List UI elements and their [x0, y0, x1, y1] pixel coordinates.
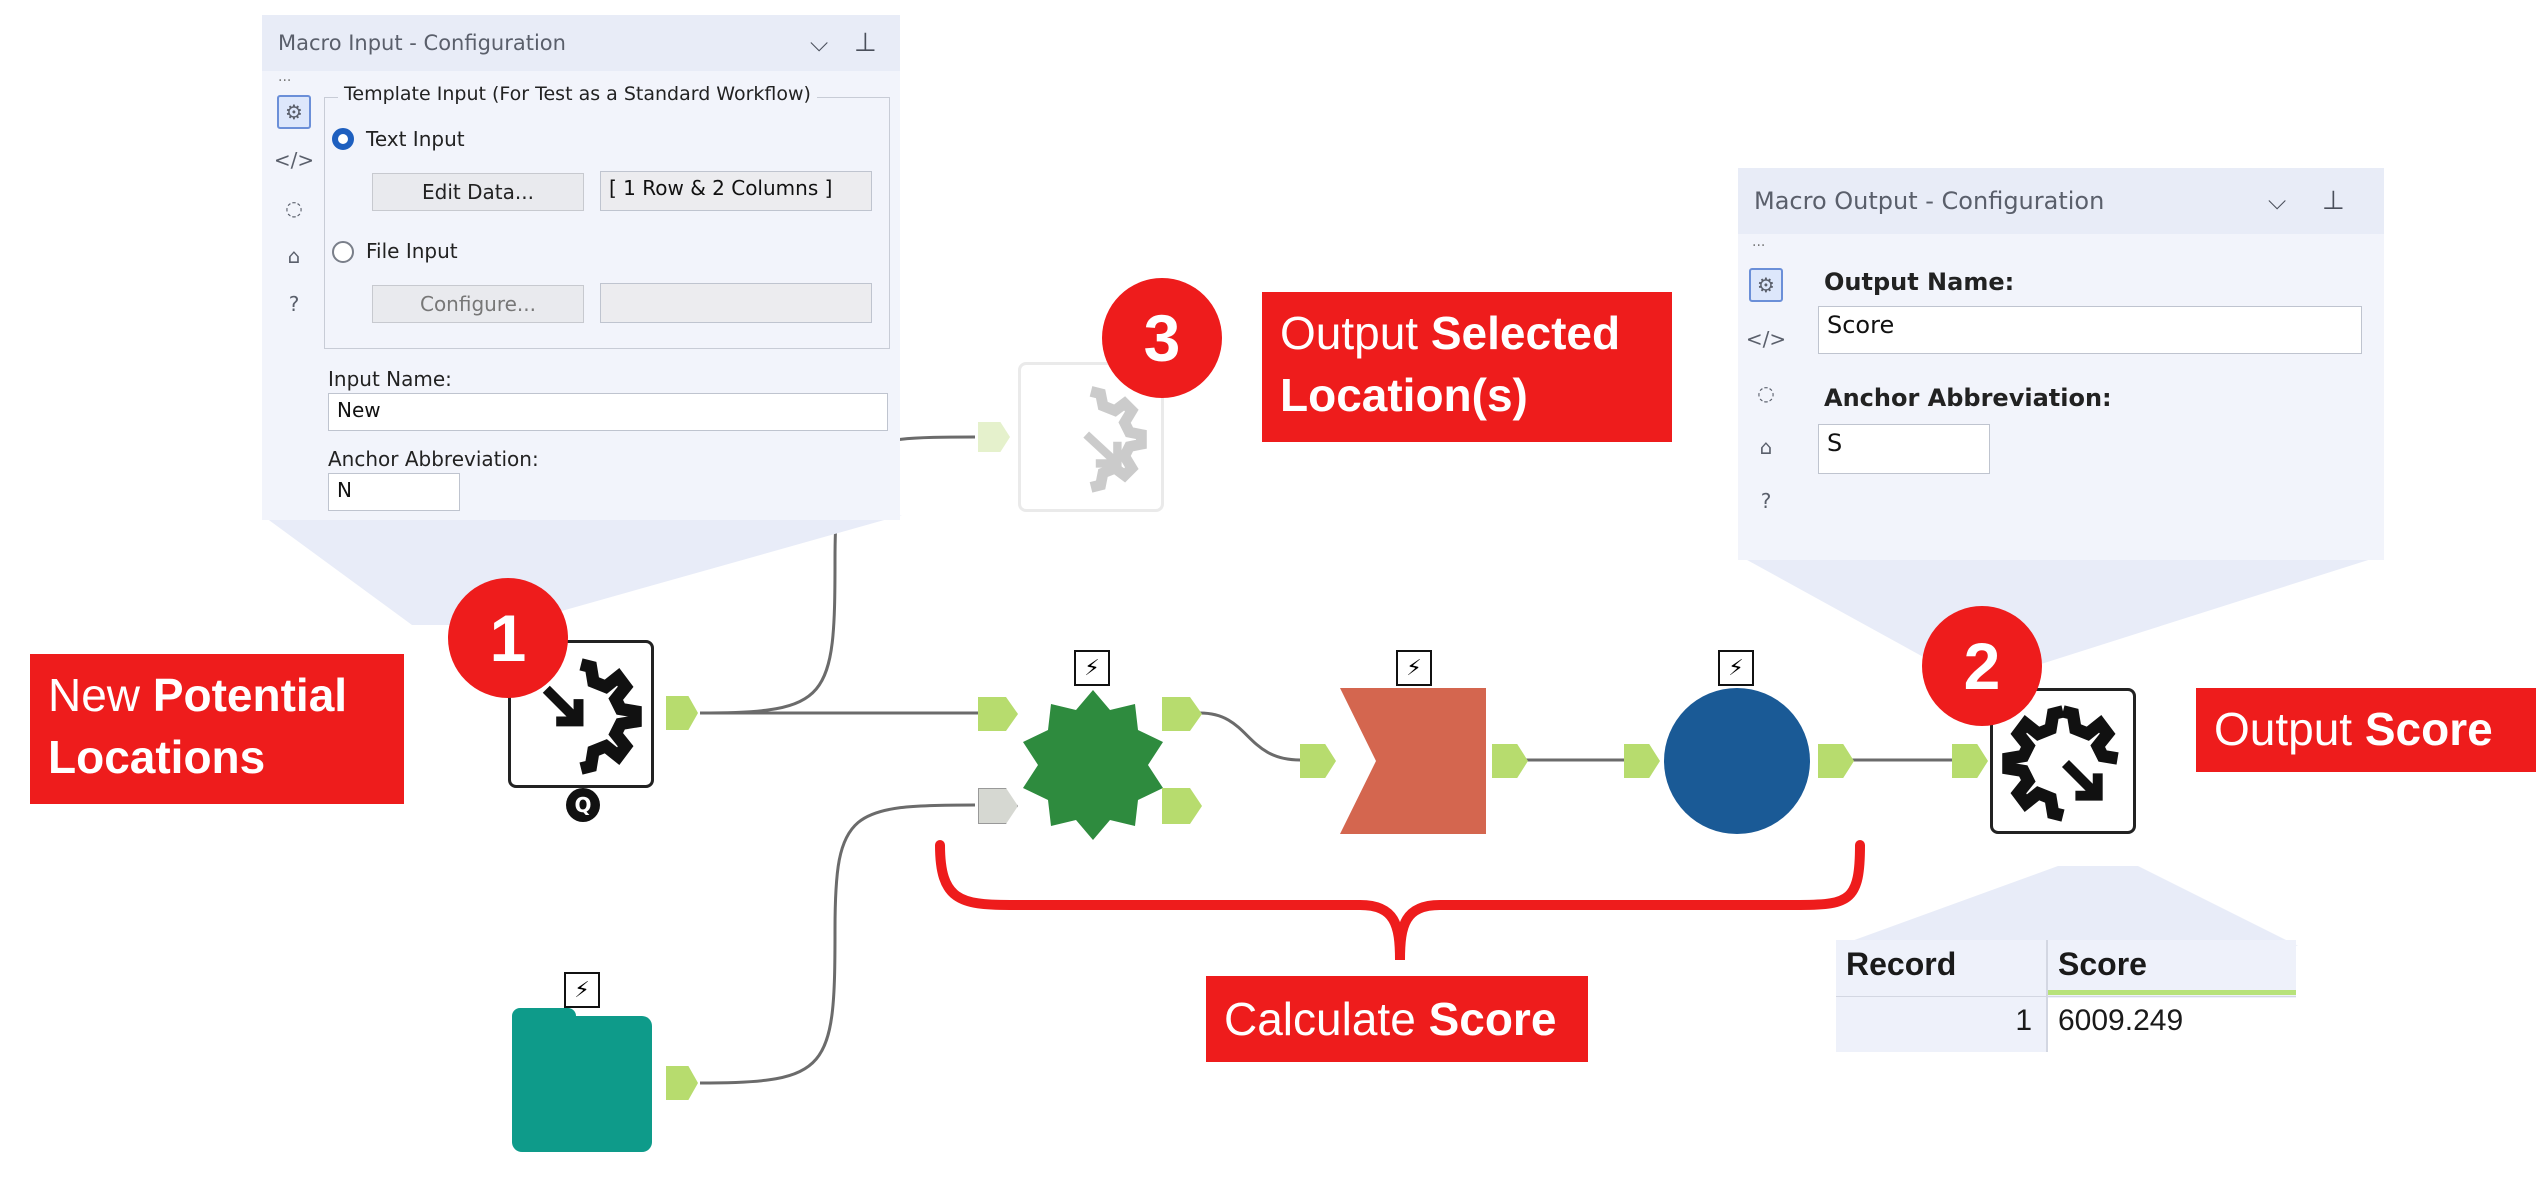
lightning-icon: ⚡	[1074, 650, 1110, 686]
annotation-icon[interactable]: ◌	[1757, 381, 1775, 405]
macro-output-iconbar: ⚙ </> ◌ ⌂ ?	[1744, 268, 1788, 518]
text-input-label: Text Input	[366, 127, 465, 151]
macro-input-q-badge: Q	[566, 788, 600, 822]
chevron-down-icon[interactable]: ⌵	[810, 29, 829, 57]
gear-icon[interactable]: ⚙	[1749, 268, 1783, 302]
edit-data-button[interactable]: Edit Data...	[372, 173, 584, 211]
lightning-icon: ⚡	[1396, 650, 1432, 686]
code-icon[interactable]: </>	[1745, 327, 1787, 351]
tag-icon[interactable]: ⌂	[287, 244, 301, 268]
macro-input-title: Macro Input - Configuration	[278, 31, 566, 55]
gear-arrow-icon	[542, 658, 642, 775]
anchor-abbreviation-field[interactable]: N	[328, 473, 460, 511]
results-callout-pointer	[1838, 866, 2298, 946]
macro-input-panel: Macro Input - Configuration ⌵ ⊥ ··· ⚙ </…	[262, 15, 900, 520]
results-score-cell-bg	[2048, 998, 2296, 1052]
macro-output-panel: Macro Output - Configuration ⌵ ⊥ ··· ⚙ <…	[1738, 168, 2384, 560]
macro-output-header: Macro Output - Configuration ⌵ ⊥	[1738, 168, 2384, 234]
annotation-icon[interactable]: ◌	[285, 196, 303, 220]
gear-arrow-icon	[1083, 386, 1147, 493]
results-row-divider	[1836, 996, 2296, 997]
tag-icon[interactable]: ⌂	[1759, 435, 1773, 459]
data-input-tab	[512, 1008, 576, 1026]
connection-spatial-to-summarize	[1199, 711, 1301, 762]
results-header-score: Score	[2058, 946, 2147, 982]
anchor-abbreviation-label: Anchor Abbreviation:	[328, 447, 539, 471]
macro-input-header: Macro Input - Configuration ⌵ ⊥	[262, 15, 900, 71]
configure-path-field	[600, 283, 872, 323]
macro-output-title: Macro Output - Configuration	[1754, 187, 2105, 215]
gear-arrow-icon	[2002, 705, 2119, 822]
summarize-tool[interactable]	[1340, 688, 1486, 834]
spatial-match-tool[interactable]	[1018, 690, 1168, 840]
pin-icon[interactable]: ⊥	[854, 28, 877, 58]
help-icon[interactable]: ?	[1760, 489, 1772, 513]
overflow-dots: ···	[278, 73, 292, 89]
input-name-label: Input Name:	[328, 367, 452, 391]
data-input-tool[interactable]	[512, 1016, 652, 1152]
configure-button[interactable]: Configure...	[372, 285, 584, 323]
macro-input-iconbar: ⚙ </> ◌ ⌂ ?	[272, 95, 316, 321]
step-2-badge: 2	[1922, 606, 2042, 726]
output-score-callout: Output Score	[2196, 688, 2536, 772]
step-1-badge: 1	[448, 578, 568, 698]
chevron-down-icon[interactable]: ⌵	[2268, 187, 2287, 215]
calculate-score-callout: Calculate Score	[1206, 976, 1588, 1062]
gear-icon[interactable]: ⚙	[277, 95, 311, 129]
edit-data-summary: [ 1 Row & 2 Columns ]	[600, 171, 872, 211]
help-icon[interactable]: ?	[288, 292, 300, 316]
file-input-radio[interactable]	[332, 241, 354, 263]
anchor-abbreviation-label: Anchor Abbreviation:	[1824, 384, 2112, 412]
input-name-field[interactable]: New	[328, 393, 888, 431]
connection-teal-to-spatial	[699, 803, 976, 1085]
lightning-icon: ⚡	[564, 972, 600, 1008]
overflow-dots: ···	[1752, 238, 1766, 254]
results-header-record: Record	[1846, 946, 1957, 982]
results-grid: Record Score 1 6009.249	[1836, 940, 2296, 1052]
output-name-label: Output Name:	[1824, 268, 2015, 296]
template-input-label: Template Input (For Test as a Standard W…	[338, 83, 817, 105]
lightning-icon: ⚡	[1718, 650, 1754, 686]
results-header-underline	[2048, 990, 2296, 995]
code-icon[interactable]: </>	[273, 148, 315, 172]
macro-output-callout-pointer	[1738, 555, 2384, 665]
file-input-label: File Input	[366, 239, 458, 263]
results-record-value: 1	[2015, 1004, 2032, 1037]
macro-input-callout-pointer	[262, 515, 902, 625]
step-3-badge: 3	[1102, 278, 1222, 398]
output-name-field[interactable]: Score	[1818, 306, 2362, 354]
results-score-value[interactable]: 6009.249	[2058, 1004, 2184, 1037]
text-input-radio[interactable]	[332, 128, 354, 150]
pin-icon[interactable]: ⊥	[2322, 186, 2345, 216]
calculate-brace	[935, 840, 1865, 961]
formula-tool[interactable]	[1664, 688, 1810, 834]
anchor-abbreviation-field[interactable]: S	[1818, 424, 1990, 474]
